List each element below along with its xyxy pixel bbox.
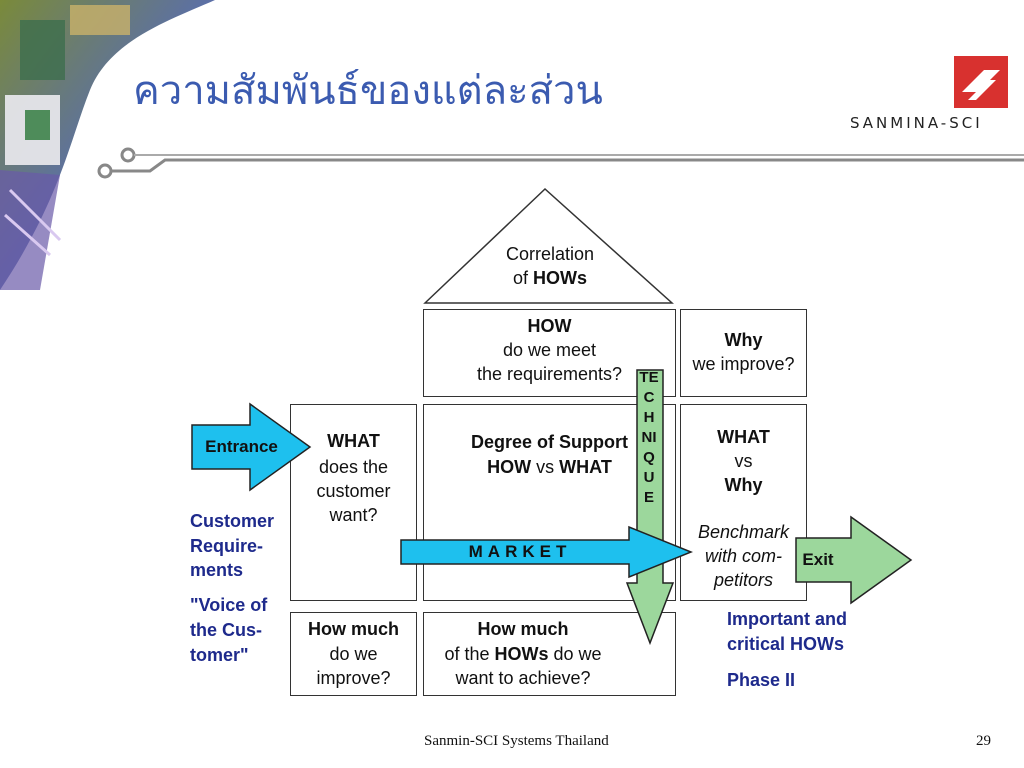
what-line2: does the — [318, 457, 389, 477]
improve-line2: do we — [329, 644, 378, 664]
logo-text: SANMINA-SCI — [850, 114, 983, 132]
what-title: WHAT — [327, 431, 380, 451]
benchmark-line2: with com- — [704, 546, 782, 566]
slide-title: ความสัมพันธ์ของแต่ละส่วน — [133, 68, 603, 114]
sanmina-logo-icon — [954, 56, 1008, 108]
customer-req-line3: ments — [190, 560, 244, 580]
voice-line3: tomer" — [190, 645, 249, 665]
benchmark-line1: Benchmark — [697, 522, 790, 542]
house-of-quality-diagram: Correlation of HOWs HOW do we meet the r… — [180, 180, 940, 710]
page-number: 29 — [976, 733, 991, 749]
how-much-achieve-box — [423, 612, 676, 696]
how-title: HOW — [527, 316, 572, 336]
roof-triangle — [423, 187, 674, 304]
phase-label: Phase II — [727, 670, 796, 690]
improve-title: How much — [307, 619, 399, 639]
how-box — [423, 309, 676, 397]
improve-line3: improve? — [316, 668, 391, 688]
voice-line2: the Cus- — [190, 620, 262, 640]
degree-line2: HOW vs WHAT — [487, 457, 612, 477]
important-line1: Important and — [727, 609, 847, 629]
achieve-line2: of the HOWs do we — [444, 644, 602, 664]
decorative-connector-line — [97, 147, 1024, 179]
why-title: Why — [724, 330, 763, 350]
important-line2: critical HOWs — [727, 634, 845, 654]
why-line2: we improve? — [692, 354, 795, 374]
how-line3: the requirements? — [476, 364, 623, 384]
what-line3: customer — [316, 481, 391, 501]
why-box — [680, 309, 807, 397]
technique-label: TECHNIQUE — [639, 369, 659, 506]
wvw-line1: WHAT — [717, 427, 770, 447]
wvw-line2: vs — [734, 451, 753, 471]
wvw-line3: Why — [724, 475, 763, 495]
how-line2: do we meet — [502, 340, 597, 360]
voice-line1: "Voice of — [190, 595, 268, 615]
market-label: MARKET — [468, 542, 572, 561]
footer-company: Sanmin-SCI Systems Thailand — [424, 733, 609, 749]
entrance-arrow — [191, 402, 312, 492]
market-arrow — [400, 525, 694, 579]
benchmark-line3: petitors — [713, 570, 774, 590]
customer-req-line2: Require- — [190, 536, 264, 556]
what-vs-why-box — [680, 404, 807, 601]
achieve-line3: want to achieve? — [455, 668, 591, 688]
entrance-label: Entrance — [205, 437, 278, 456]
how-much-improve-box — [290, 612, 417, 696]
achieve-title: How much — [477, 619, 569, 639]
what-box — [290, 404, 417, 601]
technique-arrow — [625, 369, 675, 646]
what-line4: want? — [329, 505, 378, 525]
exit-label: Exit — [802, 550, 834, 569]
roof-line2: of HOWs — [512, 268, 587, 288]
degree-line1: Degree of Support — [470, 432, 628, 452]
circuit-board-photo — [0, 0, 215, 290]
customer-req-line1: Customer — [190, 511, 275, 531]
roof-line1: Correlation — [505, 244, 595, 264]
exit-arrow — [795, 515, 913, 605]
